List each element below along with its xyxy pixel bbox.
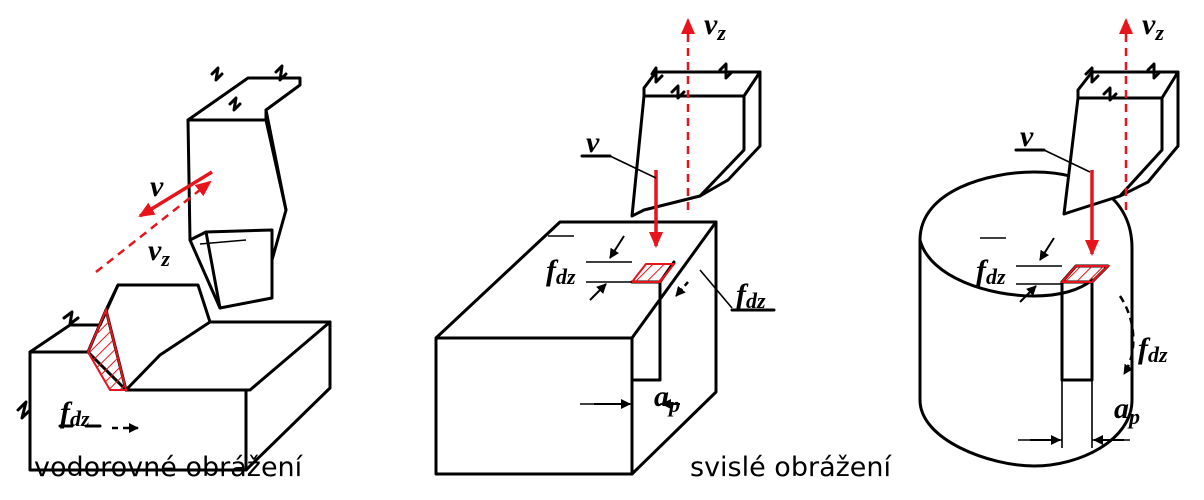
panel-vertical-block: vz v fdz fdz ap bbox=[434, 8, 776, 476]
workpiece-cylinder bbox=[918, 170, 1134, 468]
cutting-velocity-arrow bbox=[138, 170, 213, 218]
label-ap-cylinder: ap bbox=[1114, 392, 1140, 429]
return-velocity-arrow bbox=[95, 180, 212, 273]
cut-area-block bbox=[629, 263, 677, 283]
label-vz-block: vz bbox=[704, 8, 726, 45]
label-v-block: v bbox=[586, 126, 600, 159]
tool-cylinder bbox=[1062, 62, 1180, 216]
workpiece-block bbox=[434, 220, 718, 476]
label-fdz-left: fdz bbox=[546, 254, 576, 289]
label-fdz-cyl-right: fdz bbox=[1138, 332, 1168, 367]
workpiece-horizontal bbox=[16, 283, 332, 472]
label-vz: vz bbox=[148, 234, 170, 271]
panel-horizontal: v vz fdz bbox=[16, 64, 332, 472]
label-fdz: fdz bbox=[60, 396, 90, 431]
feed-arrow-block bbox=[675, 281, 689, 297]
caption-vertical: svislé obrážení bbox=[690, 452, 892, 483]
label-vz-cylinder: vz bbox=[1142, 8, 1164, 45]
tool-block bbox=[630, 62, 762, 218]
caption-horizontal: vodorovné obrážení bbox=[34, 452, 303, 483]
cut-area-horizontal bbox=[86, 306, 128, 391]
label-v-cylinder: v bbox=[1020, 120, 1034, 153]
tool-horizontal bbox=[186, 64, 302, 310]
label-v: v bbox=[150, 170, 164, 203]
label-fdz-cyl-left: fdz bbox=[976, 254, 1006, 289]
label-fdz-right: fdz bbox=[736, 278, 766, 313]
cut-area-cylinder bbox=[1059, 265, 1111, 283]
rotation-feed-arrow bbox=[1118, 295, 1135, 375]
panel-vertical-cylinder: vz v fdz fdz ap bbox=[918, 8, 1180, 468]
